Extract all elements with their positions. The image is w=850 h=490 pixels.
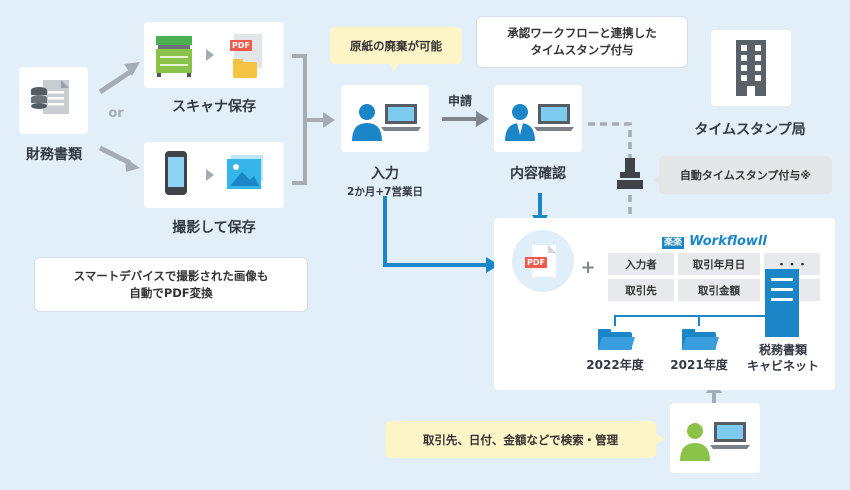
financial-docs-card [19, 67, 88, 134]
user-pc-green-icon [680, 422, 750, 461]
folder-icon [233, 62, 257, 78]
review-label: 内容確認 [510, 166, 566, 182]
workflow-panel: 楽楽 Workflowll PDF + 入力者 取引年月日 ・・・ 取引先 取引… [494, 218, 835, 390]
user-pc-blue-icon [352, 104, 421, 141]
smartphone-photo-icon [165, 151, 263, 195]
auto-timestamp-callout: 自動タイムスタンプ付与※ [659, 156, 832, 194]
input-label: 入力 [371, 166, 399, 182]
pdf-file-icon [525, 245, 556, 277]
input-card [341, 85, 429, 152]
cabinet-tree [598, 269, 799, 350]
meta-cell-amount: 取引金額 [678, 279, 760, 301]
meta-cell-date: 取引年月日 [678, 253, 760, 275]
arrow-to-scanner [98, 67, 135, 95]
tsa-card [711, 30, 791, 106]
cabinet-label: 税務書類 キャビネット [746, 343, 819, 374]
pdf-circle: PDF [512, 230, 574, 292]
approval-callout: 承認ワークフローと連携した タイムスタンプ付与 [477, 17, 687, 67]
search-callout: 取引先、日付、金額などで検索・管理 [385, 421, 656, 458]
logo-text: Workflowll [689, 234, 767, 249]
folder-2021-icon [682, 329, 719, 350]
review-card [494, 85, 582, 152]
smart-device-note: スマートデバイスで撮影された画像も 自動でPDF変換 [35, 258, 307, 311]
discard-original-callout: 原紙の廃棄が可能 [330, 27, 462, 64]
folder-2021-label: 2021年度 [670, 358, 728, 372]
input-deadline: 2か月+7営業日 [347, 186, 423, 198]
plus-sign: + [580, 257, 596, 278]
arrow-to-phone [98, 145, 132, 166]
documents-icon [31, 80, 69, 114]
search-user-card [670, 403, 760, 473]
meta-cell-inputter: 入力者 [608, 253, 674, 275]
scanner-card: PDF [144, 22, 284, 88]
or-text: or [108, 106, 124, 121]
folder-2022-label: 2022年度 [586, 358, 644, 372]
scanner-icon [156, 34, 262, 78]
dashed-to-stamp [588, 122, 632, 163]
photo-label: 撮影して保存 [172, 220, 256, 236]
chevron-right-icon [206, 49, 214, 61]
blue-arrow-input [383, 196, 488, 267]
building-icon [736, 40, 766, 96]
reviewer-pc-icon [505, 104, 574, 141]
pdf-badge: PDF [527, 258, 545, 267]
financial-docs-label: 財務書類 [26, 147, 82, 163]
workflow-logo: 楽楽 Workflowll [662, 230, 767, 249]
logo-mark: 楽楽 [662, 237, 685, 249]
photo-card [144, 142, 284, 208]
folder-2022-icon [598, 329, 635, 350]
meta-cell-client: 取引先 [608, 279, 674, 301]
chevron-right-icon [206, 169, 214, 181]
tsa-label: タイムスタンプ局 [694, 122, 806, 138]
apply-label: 申請 [447, 94, 472, 108]
scanner-pdf-badge: PDF [232, 41, 250, 50]
scanner-label: スキャナ保存 [172, 99, 256, 115]
merge-bracket [292, 54, 307, 185]
